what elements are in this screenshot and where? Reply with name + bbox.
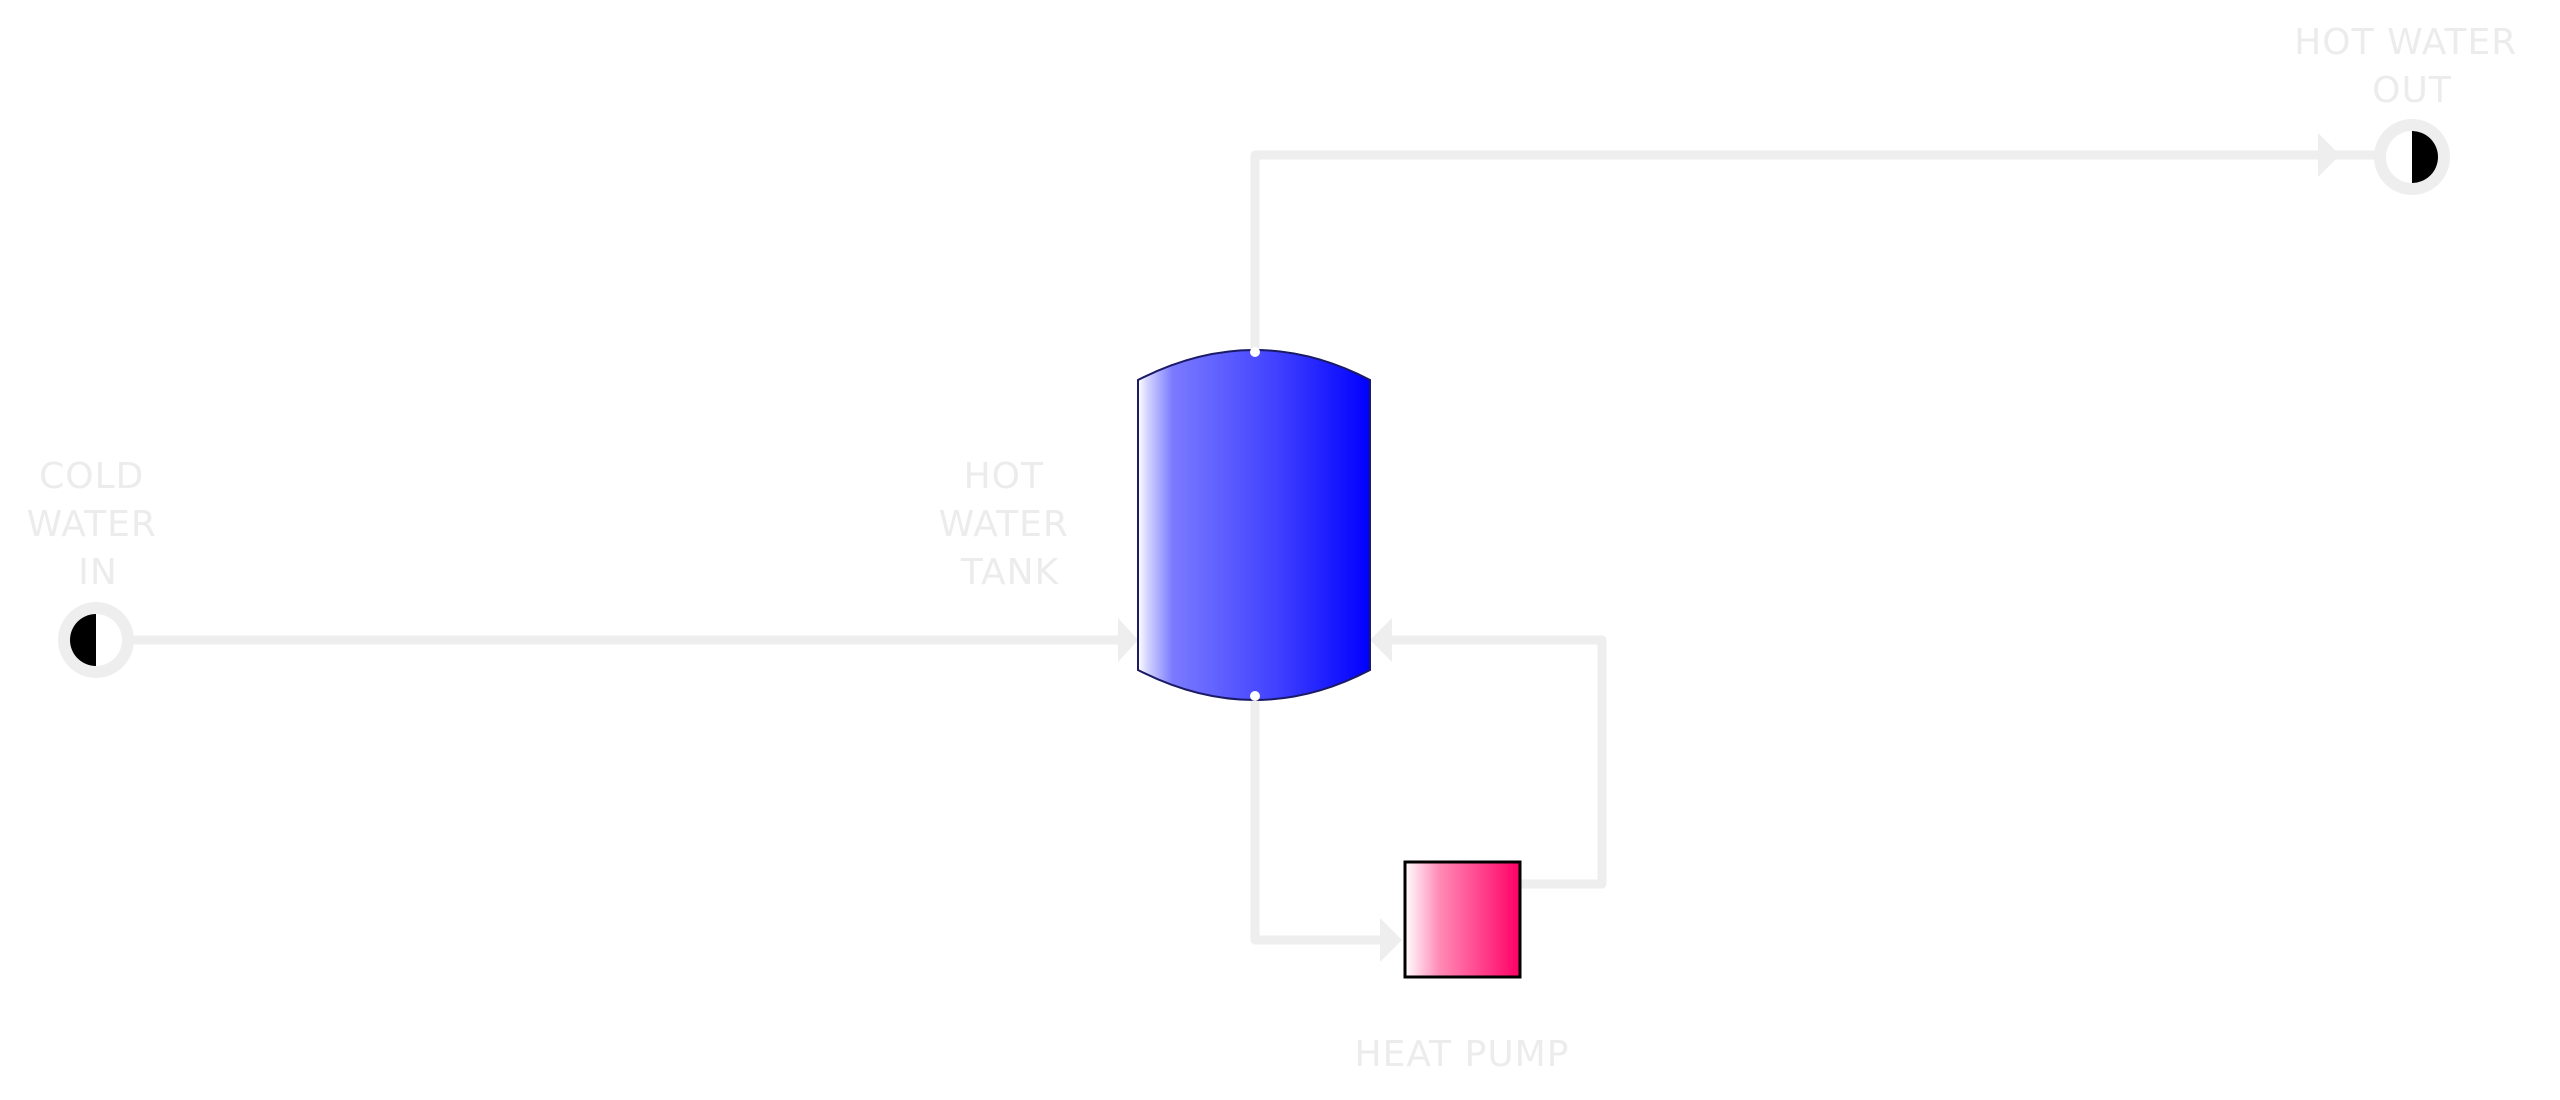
pipes xyxy=(125,150,2383,945)
tank-bottom-nozzle xyxy=(1250,691,1260,701)
heat-pump-node[interactable]: HEAT PUMP xyxy=(1355,860,1570,1075)
arrow-into-hot-water-out xyxy=(2318,133,2340,177)
pipe-heat-pump-to-tank xyxy=(1375,635,1607,889)
cold-water-in-node[interactable]: COLD WATER IN xyxy=(27,456,170,678)
pipe-tank-to-heat-pump xyxy=(1250,691,1395,945)
half-filled-circle-port-icon xyxy=(2386,131,2438,183)
arrow-into-heat-pump xyxy=(1380,918,1402,962)
heat-pump-box-icon xyxy=(1403,860,1522,979)
arrow-into-tank-right xyxy=(1370,618,1392,662)
half-filled-circle-port-icon xyxy=(70,614,122,666)
pipe-tank-to-hot-water-out xyxy=(1250,150,2383,357)
flow-arrows xyxy=(1118,133,2340,962)
hot-water-tank-label: HOT WATER TANK xyxy=(939,456,1082,593)
arrow-into-tank-left xyxy=(1118,618,1138,662)
hot-water-out-label: HOT WATER OUT xyxy=(2294,22,2530,111)
hot-water-tank-node[interactable]: HOT WATER TANK xyxy=(939,347,1371,701)
vessel-tank-icon xyxy=(1137,349,1371,701)
heat-pump-label: HEAT PUMP xyxy=(1355,1034,1570,1075)
tank-top-nozzle xyxy=(1250,347,1260,357)
hot-water-out-node[interactable]: HOT WATER OUT xyxy=(2294,22,2530,195)
cold-water-in-label: COLD WATER IN xyxy=(27,456,170,593)
